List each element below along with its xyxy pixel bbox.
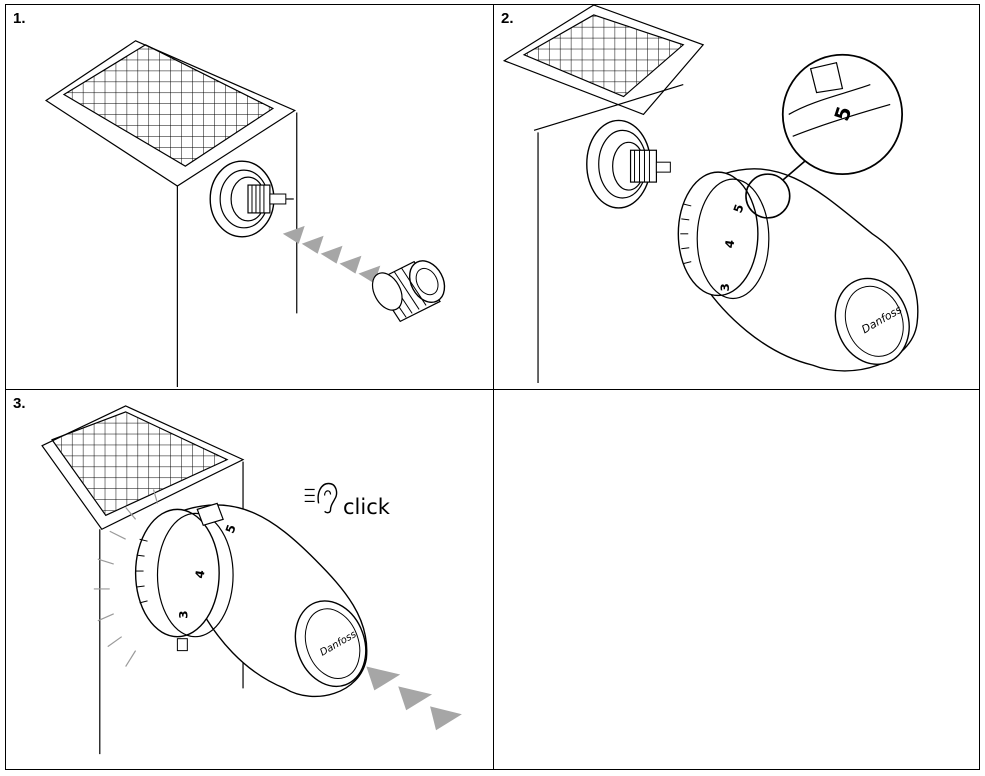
step-2-illustration: Danfoss 5 4 3 5 [502,5,919,384]
magnified-detail: 5 [781,53,904,176]
step-2-number: 2. [501,10,514,27]
step-3-illustration: Danfoss 5 4 3 [41,405,462,755]
instruction-grid: 1. [5,4,980,770]
radiator-grill [62,44,275,167]
valve-body-2 [586,119,671,209]
detail-marker [745,173,791,219]
step-1-illustration [44,40,446,388]
thermostat-head-3: Danfoss 5 4 3 [134,502,368,698]
empty-panel [493,389,980,770]
vibration-lines [93,489,159,667]
ear-sound-icon [304,482,338,514]
dial-mark-4-3: 4 [192,569,207,580]
dial-mark-3: 3 [718,283,732,291]
thermostat-head-2: Danfoss 5 4 3 [677,168,919,372]
direction-arrows-3 [366,666,462,731]
step-3-number: 3. [13,395,26,412]
protective-cap [371,260,446,323]
step-1-number: 1. [13,10,26,27]
step-2-panel: Danfoss 5 4 3 5 2. [493,4,980,390]
step-1-panel: 1. [5,4,494,390]
direction-arrows [282,225,381,284]
magnified-mark-5: 5 [830,104,856,124]
dial-mark-4: 4 [722,239,737,250]
click-label: click [343,495,390,519]
step-3-panel: Danfoss 5 4 3 3. click [5,389,494,770]
dial-mark-3-3: 3 [176,610,190,618]
valve-body [209,160,294,238]
